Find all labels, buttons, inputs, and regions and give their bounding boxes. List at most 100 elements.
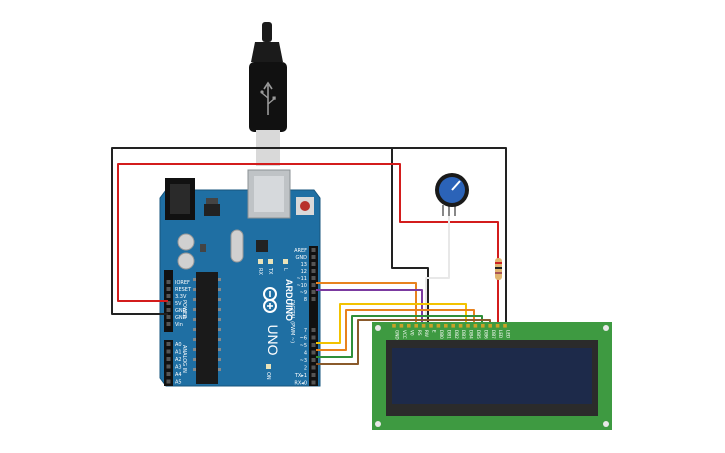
pin-label: TX▸1 bbox=[294, 373, 307, 379]
lcd-pin[interactable] bbox=[407, 324, 411, 328]
header-pin-hole[interactable] bbox=[166, 342, 171, 346]
potentiometer[interactable] bbox=[435, 173, 469, 216]
lcd-pin[interactable] bbox=[444, 324, 448, 328]
lcd-pin-label: VCC bbox=[402, 330, 407, 339]
header-pin-hole[interactable] bbox=[311, 380, 316, 385]
header-pin-hole[interactable] bbox=[311, 262, 316, 266]
wire-d11[interactable] bbox=[316, 289, 423, 326]
header-pin-hole[interactable] bbox=[311, 335, 316, 340]
header-pin-hole[interactable] bbox=[166, 287, 171, 291]
header-pin-hole[interactable] bbox=[311, 269, 316, 273]
header-pin-hole[interactable] bbox=[311, 283, 316, 287]
pin-label: 5V bbox=[175, 301, 182, 307]
header-pin-hole[interactable] bbox=[311, 290, 316, 294]
capacitor bbox=[177, 233, 195, 251]
lcd-pin[interactable] bbox=[488, 324, 492, 328]
header-pin-hole[interactable] bbox=[311, 358, 316, 362]
pin-label: IOREF bbox=[175, 280, 190, 286]
lcd-pin-label: LED bbox=[498, 330, 503, 338]
header-pin-hole[interactable] bbox=[311, 365, 316, 370]
wire-5v[interactable] bbox=[117, 163, 499, 326]
wire-contrast[interactable] bbox=[425, 205, 450, 326]
usb-cable[interactable] bbox=[249, 22, 287, 166]
lcd-pin[interactable] bbox=[495, 324, 500, 328]
pin-label: 7 bbox=[304, 328, 307, 334]
lcd-pin[interactable] bbox=[392, 324, 396, 328]
pin-label: A5 bbox=[175, 380, 182, 386]
header-pin-hole[interactable] bbox=[166, 349, 171, 354]
lcd-pin[interactable] bbox=[473, 324, 478, 328]
lcd-pin-label: DB2 bbox=[454, 330, 459, 339]
tx-led-label: TX bbox=[267, 267, 273, 275]
pin-label: ~9 bbox=[300, 290, 307, 296]
wire-gnd-top[interactable] bbox=[392, 147, 507, 326]
header-pin-hole[interactable] bbox=[166, 301, 171, 305]
lcd-pin[interactable] bbox=[421, 324, 426, 328]
lcd-pin[interactable] bbox=[399, 324, 404, 328]
pin-label: ~10 bbox=[296, 283, 307, 289]
header-pin-hole[interactable] bbox=[166, 280, 171, 284]
lcd-pin-label: V0 bbox=[409, 330, 414, 336]
arduino-logo-icon bbox=[263, 287, 277, 313]
lcd-pin[interactable] bbox=[466, 324, 470, 328]
wire-d12[interactable] bbox=[316, 282, 417, 326]
lcd-pin[interactable] bbox=[503, 324, 507, 328]
lcd-pin[interactable] bbox=[436, 324, 441, 328]
lcd-pin-label: RS bbox=[417, 330, 422, 336]
pin-label: A1 bbox=[175, 350, 182, 356]
pin-label: ~11 bbox=[296, 276, 307, 282]
header-pin-hole[interactable] bbox=[311, 328, 316, 332]
pin-label: Vin bbox=[175, 322, 183, 328]
arduino-uno-board[interactable]: ARDUINO UNO RX TX L ON IOREFRESET3.3V5VG… bbox=[159, 169, 321, 387]
pin-label: 3.3V bbox=[175, 294, 187, 300]
board-model-text: UNO bbox=[265, 324, 281, 355]
lcd-pin-label: DB3 bbox=[461, 330, 466, 339]
lcd-pin[interactable] bbox=[481, 324, 485, 328]
pin-label: A0 bbox=[175, 342, 182, 348]
header-pin-hole[interactable] bbox=[166, 315, 171, 319]
wire-d5[interactable] bbox=[316, 303, 467, 344]
analog-header-label: ANALOG IN bbox=[181, 345, 187, 373]
lcd-pin[interactable] bbox=[429, 324, 433, 328]
header-pin-hole[interactable] bbox=[311, 373, 316, 377]
lcd-pin-label: DB4 bbox=[469, 330, 474, 339]
resistor[interactable] bbox=[495, 258, 502, 280]
header-pin-hole[interactable] bbox=[166, 364, 171, 369]
header-pin-hole[interactable] bbox=[311, 255, 316, 259]
lcd-pin-label: E bbox=[432, 330, 437, 333]
lcd-screen bbox=[392, 348, 592, 404]
header-pin-hole[interactable] bbox=[311, 350, 316, 355]
pin-label: ~5 bbox=[300, 343, 307, 349]
header-pin-hole[interactable] bbox=[311, 343, 316, 347]
lcd-pin-label: RW bbox=[424, 330, 429, 337]
header-pin-hole[interactable] bbox=[166, 372, 171, 376]
usb-icon bbox=[260, 81, 276, 115]
lcd-pin[interactable] bbox=[458, 324, 463, 328]
header-pin-hole[interactable] bbox=[166, 294, 171, 298]
header-pin-hole[interactable] bbox=[166, 322, 171, 326]
power-header-label: POWER bbox=[181, 300, 187, 319]
pin-label: 8 bbox=[304, 297, 307, 303]
lcd-pin-label: GND bbox=[395, 330, 400, 340]
header-pin-hole[interactable] bbox=[166, 357, 171, 361]
header-pin-hole[interactable] bbox=[311, 276, 316, 280]
header-pin-hole[interactable] bbox=[311, 248, 316, 252]
pin-label: A2 bbox=[175, 357, 182, 363]
lcd-pin-label: DB7 bbox=[491, 330, 496, 339]
lcd-pin-label: DB0 bbox=[439, 330, 444, 339]
arduino-logo-text: ARDUINO bbox=[284, 279, 294, 321]
pin-label: ~3 bbox=[300, 358, 307, 364]
potentiometer-knob-indicator bbox=[451, 180, 461, 191]
header-pin-hole[interactable] bbox=[166, 308, 171, 312]
lcd-pin[interactable] bbox=[414, 324, 418, 328]
lcd-pin[interactable] bbox=[451, 324, 455, 328]
atmega-chip bbox=[196, 272, 218, 384]
header-pin-hole[interactable] bbox=[311, 297, 316, 301]
digital-header-bottom bbox=[309, 324, 318, 386]
header-pin-hole[interactable] bbox=[166, 379, 171, 384]
pin-label: 2 bbox=[304, 366, 307, 372]
lcd-pin-label: DB5 bbox=[476, 330, 481, 339]
pin-label: RESET bbox=[175, 287, 192, 293]
